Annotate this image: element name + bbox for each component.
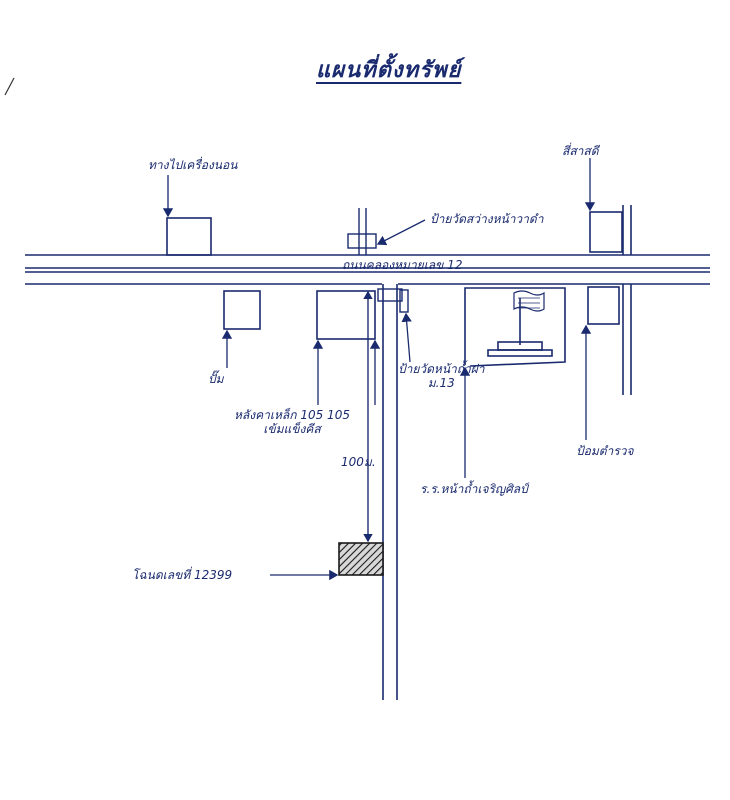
side-road-center xyxy=(382,284,398,700)
subject-plot xyxy=(338,542,384,576)
building-police xyxy=(587,286,620,325)
building-shop xyxy=(316,290,376,340)
main-road xyxy=(25,254,710,285)
label-plot: โฉนดเลขที่ 12399 xyxy=(132,568,233,582)
side-road-right xyxy=(622,205,632,395)
school-compound xyxy=(464,287,566,367)
building-left-top xyxy=(166,217,212,256)
building-sign-small xyxy=(399,289,409,313)
stray-mark xyxy=(4,77,15,96)
label-pump: ปั๊ม xyxy=(208,372,224,386)
label-right-top-building: สี่สาสดี xyxy=(562,144,599,158)
label-police: ป้อมตำรวจ xyxy=(576,444,634,458)
label-school: ร.ร.หน้าถ้ำเจริญศิลป์ xyxy=(420,482,528,496)
building-pump xyxy=(223,290,261,330)
side-road-top xyxy=(347,208,377,255)
label-left-top-building: ทางไปเครื่องนอน xyxy=(148,158,238,172)
road-name-label: ถนนคลองหมายเลข 12 xyxy=(342,258,463,272)
label-center-sign: ป้ายวัดหน้าถ้ำผ่า ม.13 xyxy=(398,362,485,390)
label-distance: 100ม. xyxy=(341,455,376,469)
building-right-top xyxy=(589,211,623,253)
leader-arrows xyxy=(162,158,596,581)
label-top-center-sign: ป้ายวัดสว่างหน้าวาดำ xyxy=(430,212,544,226)
label-shop: หลังคาเหล็ก 105 105 เข้มแข็งคีส xyxy=(234,408,350,436)
map-title: แผนที่ตั้งทรัพย์ xyxy=(316,58,462,83)
building-sign-box xyxy=(377,288,403,302)
